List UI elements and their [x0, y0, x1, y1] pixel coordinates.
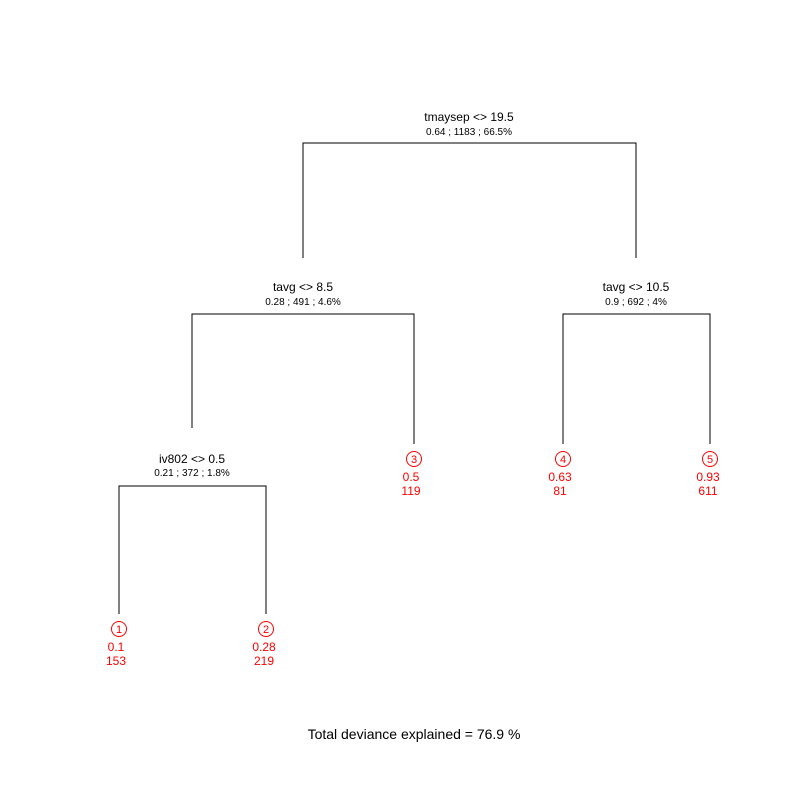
- split-node-tavg-10-5: tavg <> 10.5 0.9 ; 692 ; 4%: [603, 280, 670, 308]
- leaf-node-3: 3 0.5 119: [401, 451, 422, 498]
- leaf-count: 153: [106, 654, 126, 668]
- leaf-node-4: 4 0.63 81: [548, 451, 572, 498]
- leaf-number: 3: [411, 454, 417, 466]
- leaf-number-circle: [111, 621, 127, 637]
- split-node-iv802: iv802 <> 0.5 0.21 ; 372 ; 1.8%: [154, 452, 230, 479]
- leaf-count: 119: [401, 484, 420, 498]
- split-label: tmaysep <> 19.5: [424, 110, 514, 124]
- split-stats: 0.64 ; 1183 ; 66.5%: [426, 127, 512, 138]
- leaf-count: 81: [553, 484, 567, 498]
- split-stats: 0.21 ; 372 ; 1.8%: [154, 468, 230, 479]
- leaf-number-circle: [555, 451, 571, 467]
- split-stats: 0.9 ; 692 ; 4%: [605, 297, 667, 308]
- edge-split-iv802: [118, 485, 267, 614]
- edge-split-tavg-8-5: [191, 313, 415, 444]
- leaf-node-1: 1 0.1 153: [106, 621, 127, 668]
- leaf-number-circle: [258, 621, 274, 637]
- tree-edges: [118, 142, 711, 614]
- split-label: tavg <> 8.5: [273, 280, 333, 294]
- leaf-count: 219: [254, 654, 274, 668]
- leaf-number: 2: [263, 624, 269, 636]
- leaf-number-circle: [702, 451, 718, 467]
- edge-root: [302, 142, 637, 258]
- edge-split-tavg-10-5: [562, 313, 711, 444]
- split-label: iv802 <> 0.5: [159, 452, 225, 466]
- leaf-value: 0.93: [696, 470, 720, 484]
- leaf-value: 0.28: [252, 640, 276, 654]
- deviance-explained-caption: Total deviance explained = 76.9 %: [308, 726, 521, 742]
- leaf-count: 611: [698, 484, 717, 498]
- leaf-number: 4: [560, 454, 566, 466]
- leaf-number: 1: [116, 624, 122, 636]
- leaf-number-circle: [406, 451, 422, 467]
- leaf-value: 0.63: [548, 470, 572, 484]
- split-stats: 0.28 ; 491 ; 4.6%: [265, 297, 341, 308]
- leaf-value: 0.5: [403, 470, 420, 484]
- split-label: tavg <> 10.5: [603, 280, 670, 294]
- split-node-root: tmaysep <> 19.5 0.64 ; 1183 ; 66.5%: [424, 110, 514, 138]
- leaf-value: 0.1: [108, 640, 125, 654]
- leaf-number: 5: [707, 454, 713, 466]
- split-node-tavg-8-5: tavg <> 8.5 0.28 ; 491 ; 4.6%: [265, 280, 341, 308]
- leaf-node-5: 5 0.93 611: [696, 451, 720, 498]
- leaf-node-2: 2 0.28 219: [252, 621, 276, 668]
